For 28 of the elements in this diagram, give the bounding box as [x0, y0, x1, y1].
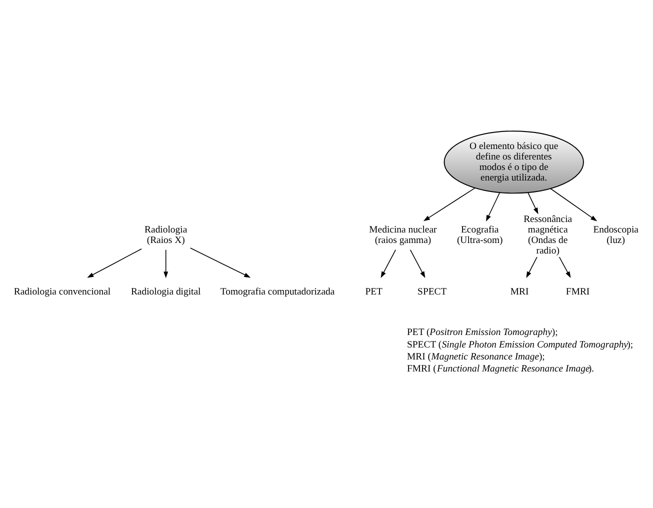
node-text: FMRI [566, 286, 590, 298]
label: SPECT (Single Photon Emission Computed Tomography); [407, 339, 634, 350]
arrow [380, 249, 396, 278]
arrow [528, 192, 538, 214]
node-text: Radiologia convencional [14, 286, 111, 298]
arrow [190, 248, 251, 278]
arrow [164, 249, 168, 278]
node-text: Radiologia digital [130, 286, 201, 298]
node-text: Ecografia (Ultra-som) [456, 224, 503, 246]
arrow [486, 192, 500, 222]
label: FMRI (Functional Magnetic Resonance Image). [407, 364, 594, 375]
label: MRI (Magnetic Resonance Image); [407, 351, 545, 362]
label: PET (Positron Emission Tomography); [407, 327, 558, 338]
arrow [526, 256, 538, 278]
node-text: Tomografia computadorizada [220, 286, 335, 298]
node-text: Radiologia (Raios X) [144, 224, 188, 246]
node-text: Medicina nuclear (raios gamma) [369, 224, 437, 246]
node-text: PET [365, 286, 382, 298]
arrow [423, 188, 476, 222]
node-text: MRI [510, 286, 529, 298]
arrow [410, 249, 426, 278]
arrow [550, 188, 598, 222]
arrow [558, 256, 571, 278]
node-text: Ressonância magnética (Ondas de radio) [524, 214, 572, 256]
arrow [87, 248, 142, 278]
node-text: SPECT [418, 286, 447, 298]
node-text: Endoscopia (luz) [593, 224, 638, 246]
node-ellipse: O elemento básico que define os diferentes modos é o tipo de energia utilizada. [444, 130, 584, 194]
